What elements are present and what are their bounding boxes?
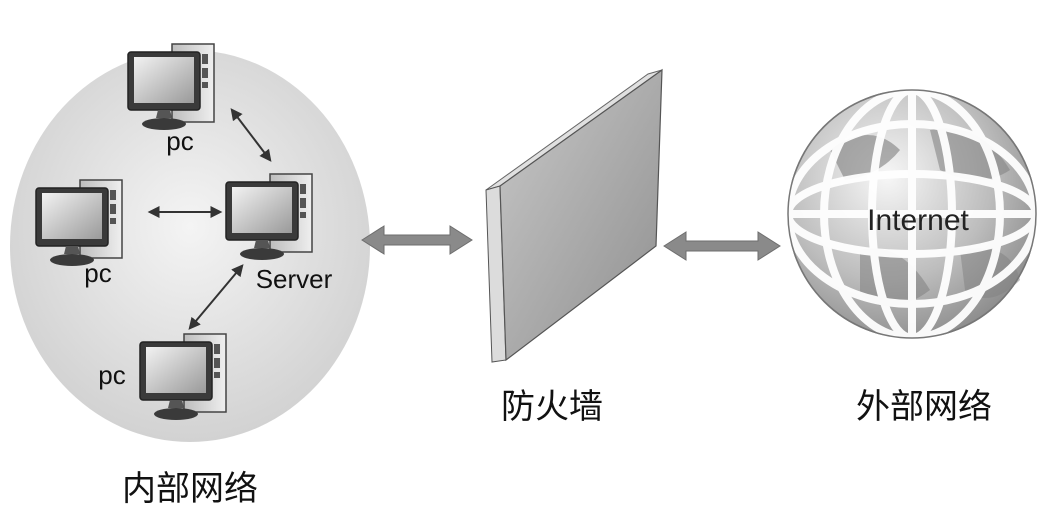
pc-top-label: pc (166, 126, 193, 156)
internal-network-label: 内部网络 (122, 469, 258, 509)
server-label: Server (256, 264, 333, 294)
globe-icon (784, 86, 1040, 342)
internal-network-region (10, 50, 370, 442)
arrow-pc-top-server (230, 108, 272, 162)
arrow-internal-firewall (361, 225, 473, 255)
arrow-pc-bottom-server (188, 264, 244, 330)
pc-left-label: pc (84, 258, 111, 288)
pc-bottom-label: pc (98, 360, 125, 390)
firewall-label: 防火墙 (501, 387, 603, 427)
globe-internet-label: Internet (867, 204, 969, 237)
external-network-label: 外部网络 (856, 387, 992, 427)
firewall-wall-icon (485, 68, 663, 363)
arrow-firewall-internet (663, 231, 781, 261)
